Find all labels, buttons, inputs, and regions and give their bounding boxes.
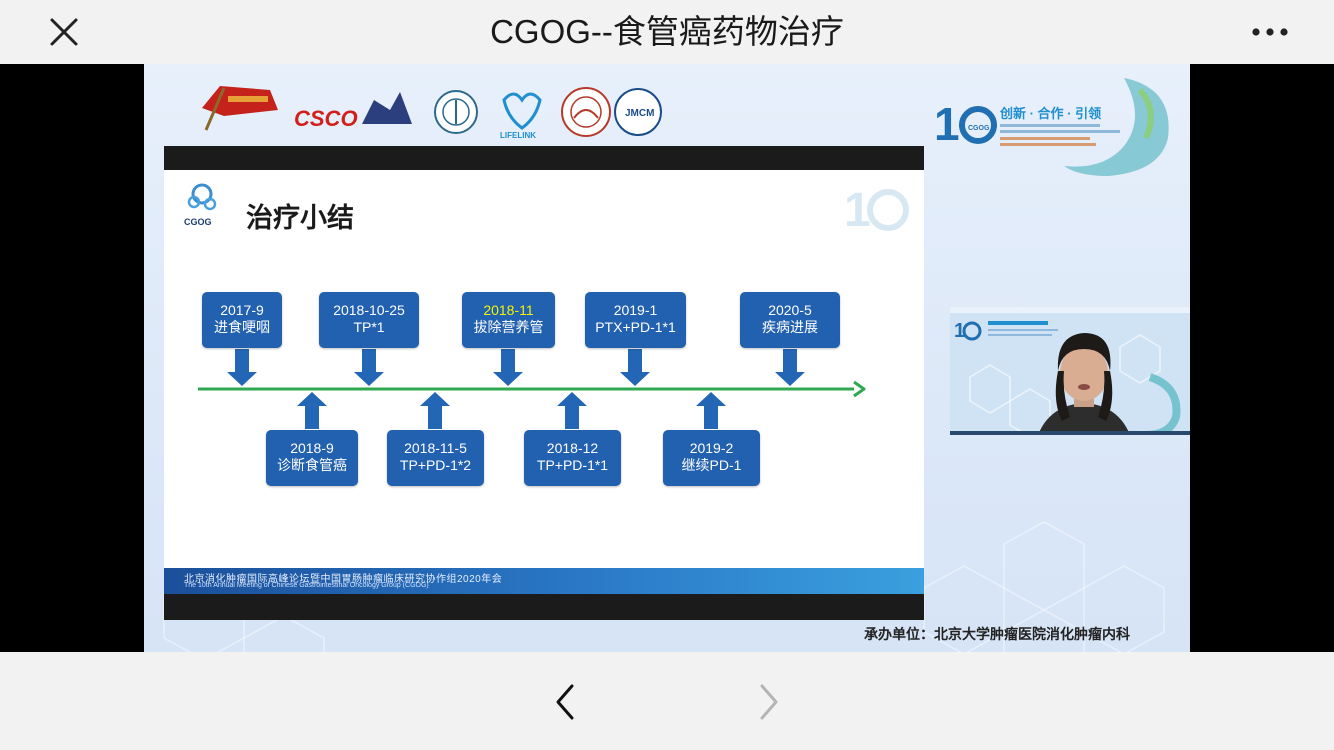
timeline-event-label: TP+PD-1*2	[399, 457, 472, 473]
ten-anniversary-watermark: 1	[844, 184, 909, 236]
svg-text:CGOG: CGOG	[968, 125, 990, 132]
bottom-bar	[0, 652, 1334, 750]
timeline-event-date: 2019-2	[689, 440, 734, 456]
svg-text:CGOG: CGOG	[184, 217, 212, 227]
slide-top-border	[164, 146, 924, 170]
footer-cn-text: 北京消化肿瘤国际高峰论坛暨中国胃肠肿瘤临床研究协作组2020年会	[184, 574, 503, 585]
timeline-event-label: 继续PD-1	[681, 457, 742, 473]
slide-footer-band: 北京消化肿瘤国际高峰论坛暨中国胃肠肿瘤临床研究协作组2020年会 The 10t…	[164, 568, 924, 594]
timeline-event-date: 2018-11	[483, 302, 534, 318]
svg-text:1: 1	[844, 184, 871, 236]
timeline-axis-arrowhead	[853, 380, 866, 398]
chevron-right-icon	[760, 684, 778, 720]
timeline-event-label: 疾病进展	[762, 319, 818, 335]
down-arrow-icon	[493, 349, 523, 386]
timeline-event-label: PTX+PD-1*1	[595, 319, 676, 335]
back-button[interactable]	[546, 680, 586, 724]
cgog-brand-logo: 1 CGOG 创新 · 合作 · 引领	[934, 78, 1169, 176]
close-icon	[50, 18, 78, 46]
timeline-event-date: 2020-5	[768, 302, 812, 318]
timeline-event-date: 2017-9	[220, 302, 264, 318]
csco-logo: CSCO	[294, 92, 412, 131]
up-arrow-icon	[557, 392, 587, 429]
slide-bottom-border	[164, 594, 924, 620]
timeline-event-date: 2018-12	[546, 440, 599, 456]
svg-text:1: 1	[934, 98, 960, 150]
medical-seal-logo	[434, 90, 478, 134]
down-arrow-icon	[620, 349, 650, 386]
top-bar	[0, 0, 1334, 64]
forward-button[interactable]	[748, 680, 788, 724]
presentation-stage: CSCO LIFELINK JMCM 1 CGOG 创新 · 合作 · 引领	[144, 64, 1190, 652]
timeline-event-date: 2018-9	[290, 440, 334, 456]
down-arrow-icon	[354, 349, 384, 386]
footer-en-text: The 10th Annual Meeting of Chinese Gastr…	[184, 582, 429, 589]
up-arrow-icon	[420, 392, 450, 429]
close-button[interactable]	[44, 12, 84, 52]
slide-title: 治疗小结	[246, 203, 354, 233]
flag-logo	[202, 86, 278, 131]
speaker-video-thumbnail[interactable]: 1	[950, 307, 1190, 435]
down-arrow-icon	[775, 349, 805, 386]
chevron-left-icon	[556, 684, 574, 720]
up-arrow-icon	[297, 392, 327, 429]
timeline-event-date: 2018-11-5	[404, 440, 467, 456]
treatment-timeline	[198, 349, 866, 429]
timeline-event-label: 进食哽咽	[214, 319, 270, 335]
timeline-event-date: 2019-1	[613, 302, 658, 318]
down-arrow-icon	[227, 349, 257, 386]
svg-text:创新 · 合作 · 引领: 创新 · 合作 · 引领	[999, 106, 1101, 121]
more-icon	[1252, 28, 1288, 36]
svg-text:LIFELINK: LIFELINK	[500, 131, 536, 140]
svg-text:1: 1	[954, 320, 965, 342]
timeline-event-label: 诊断食管癌	[277, 457, 347, 473]
association-seal-logo	[561, 87, 611, 137]
more-button[interactable]	[1246, 18, 1296, 46]
svg-text:JMCM: JMCM	[625, 108, 654, 119]
timeline-event-date: 2018-10-25	[333, 302, 405, 318]
host-organization-text: 承办单位：北京大学肿瘤医院消化肿瘤内科	[864, 626, 1130, 642]
sponsor-logos: CSCO LIFELINK JMCM	[202, 86, 662, 140]
timeline-event-label: TP*1	[353, 319, 385, 335]
up-arrow-icon	[696, 392, 726, 429]
timeline-event-label: TP+PD-1*1	[536, 457, 609, 473]
jmcm-logo: JMCM	[614, 88, 662, 136]
lifelink-logo: LIFELINK	[500, 92, 542, 140]
cgog-slide-logo: CGOG	[184, 183, 217, 227]
timeline-event-label: 拔除营养管	[473, 319, 544, 335]
svg-text:CSCO: CSCO	[294, 106, 358, 131]
speaker-video-frame: 1	[950, 307, 1190, 435]
